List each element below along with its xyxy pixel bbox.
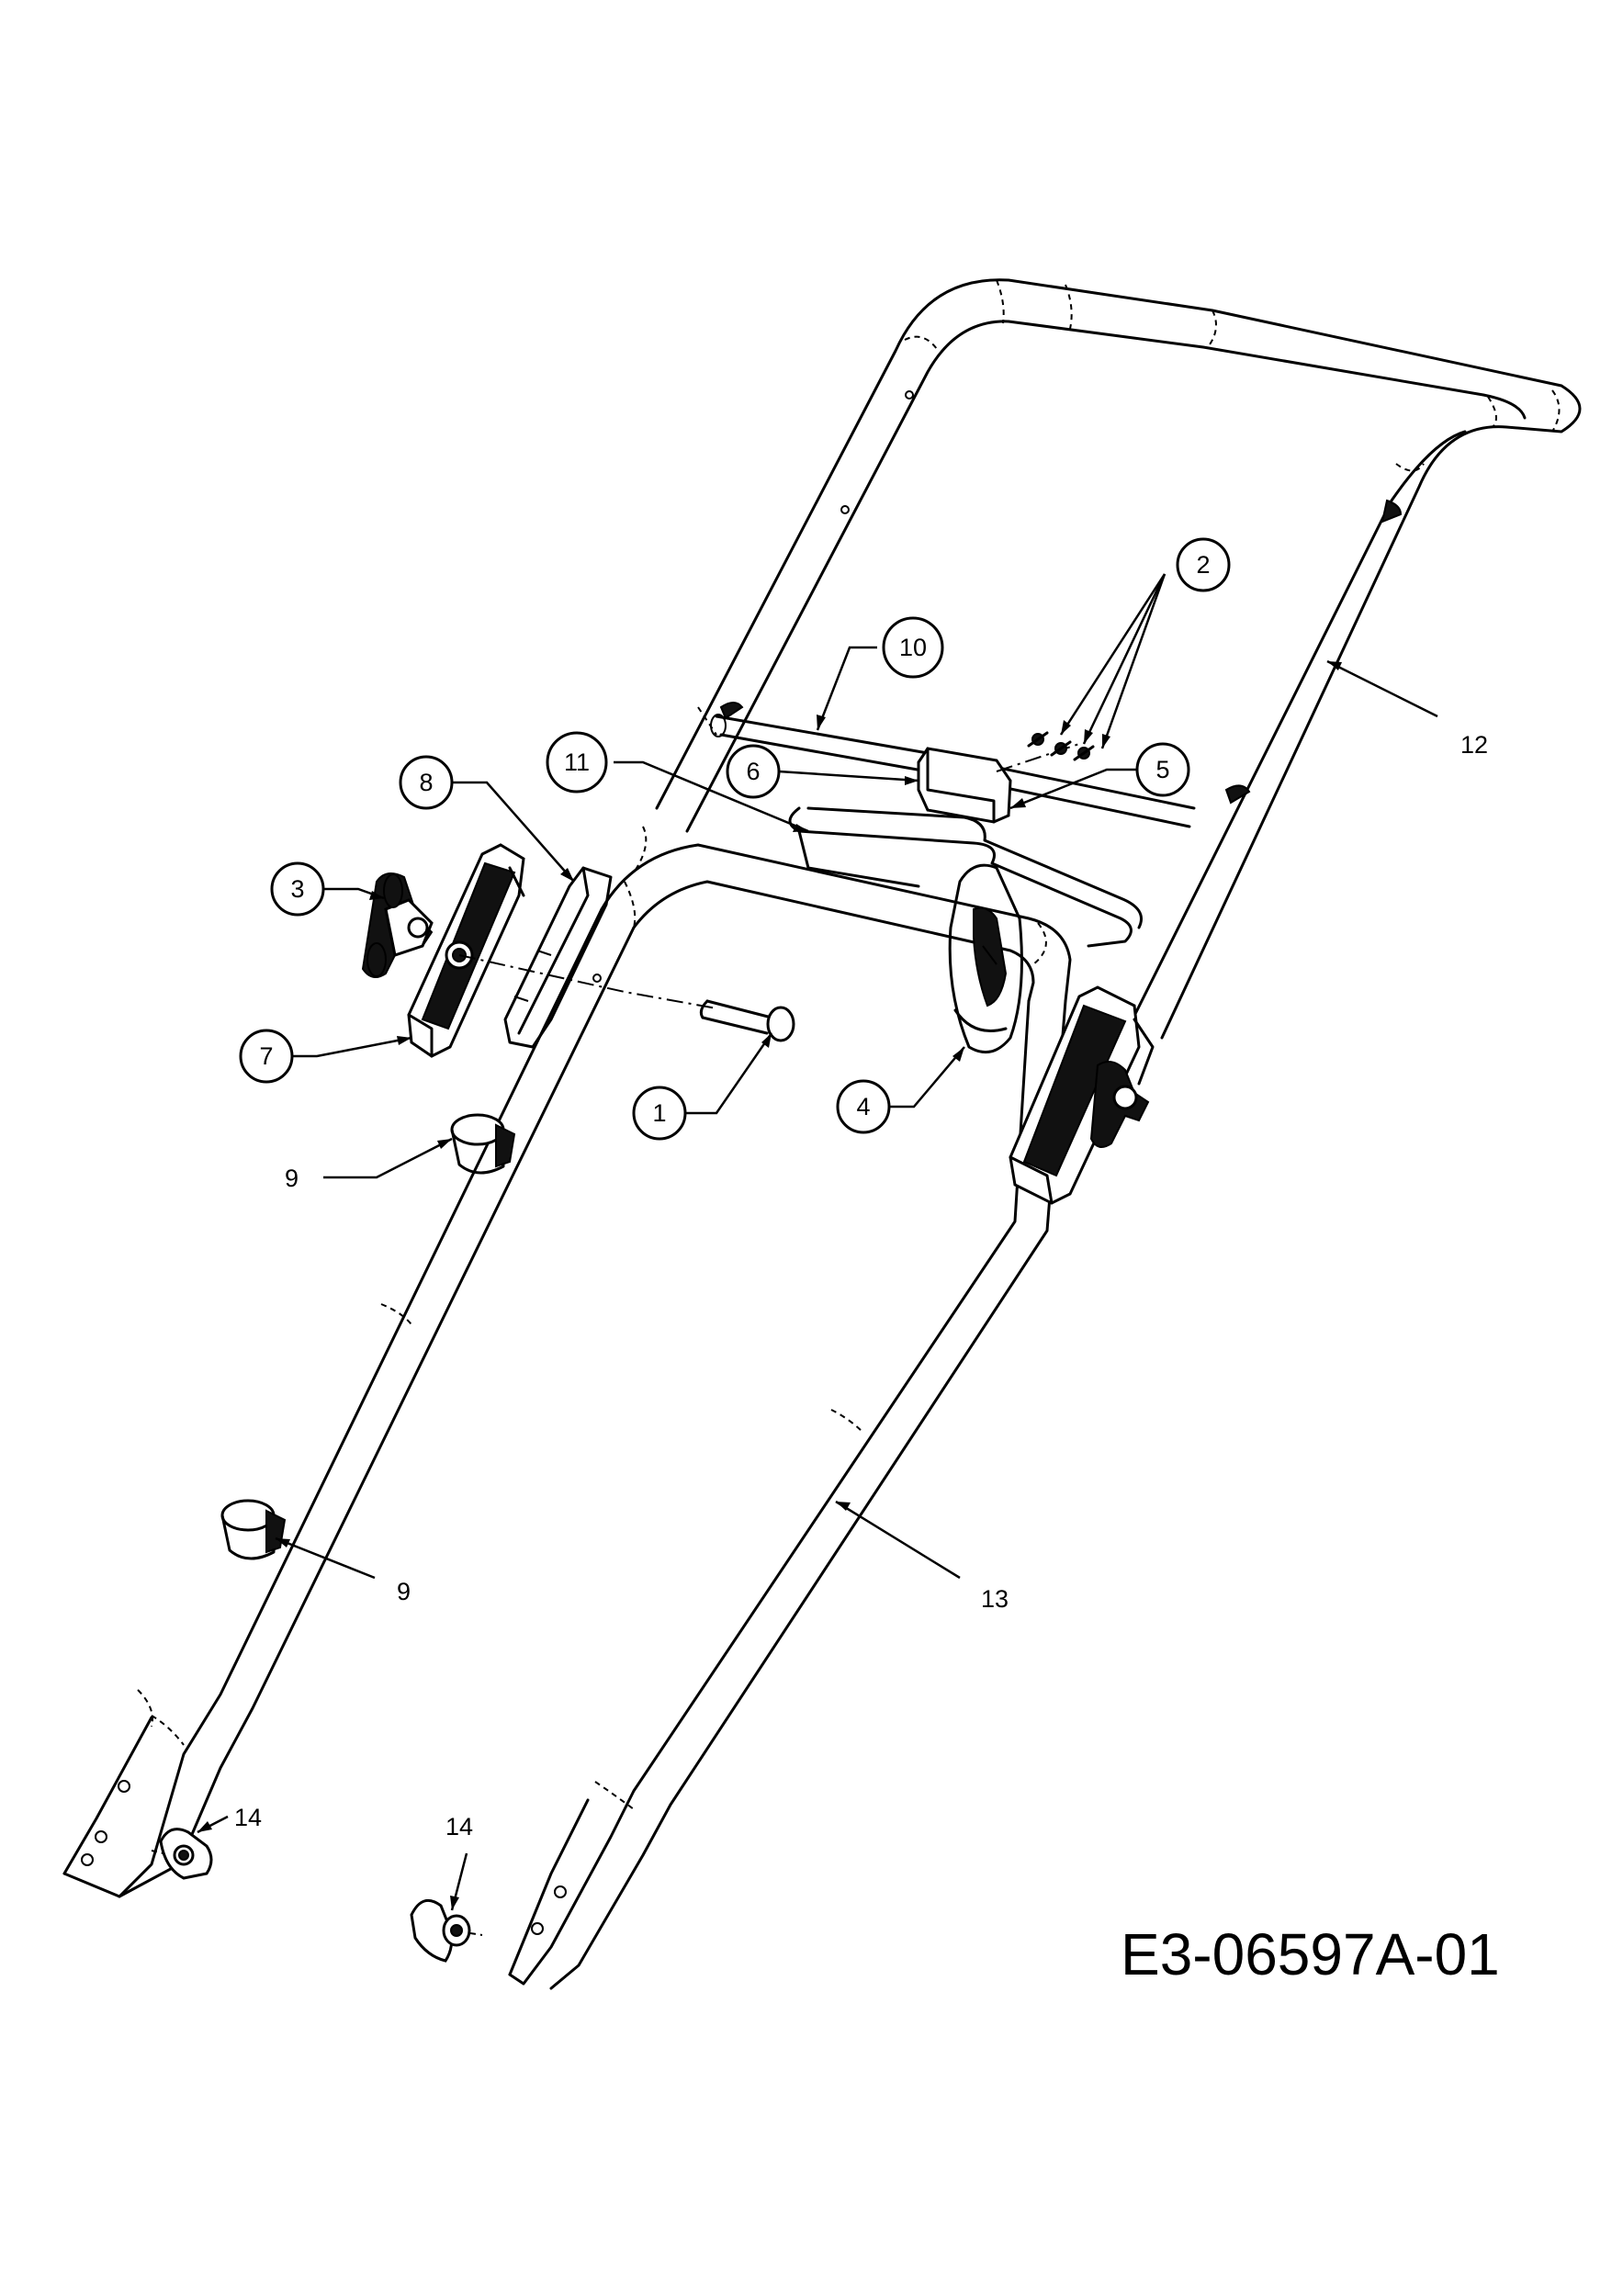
wing-knob-left (361, 872, 434, 978)
label-12: 12 (1460, 731, 1488, 759)
drawing-number: E3-06597A-01 (1121, 1921, 1500, 1987)
screw-b (1050, 740, 1072, 757)
screw-a (1027, 731, 1049, 748)
upper-handle-seam-2 (996, 279, 1005, 324)
callout-2-label: 2 (1196, 551, 1210, 579)
upper-handle-seam-3 (1065, 284, 1073, 330)
callout-5-label: 5 (1155, 756, 1169, 783)
cable-tie-upper (450, 1113, 516, 1175)
leaders (197, 573, 1438, 1911)
label-14-right: 14 (445, 1813, 473, 1840)
upper-handle-seam-7 (1395, 463, 1425, 472)
lower-handle-arc (600, 826, 1072, 1003)
label-9-upper: 9 (285, 1165, 299, 1192)
right-clamp (1009, 985, 1155, 1205)
upper-handle-hole-2 (840, 505, 850, 514)
callout-7: 7 (239, 1029, 294, 1084)
callout-3: 3 (270, 861, 325, 917)
cable-holder (917, 743, 1080, 824)
callout-8-label: 8 (419, 769, 433, 796)
arc-seam-2 (1032, 922, 1047, 965)
screws (1027, 731, 1095, 761)
callout-4-label: 4 (856, 1093, 870, 1120)
upper-handle-clip-left (719, 702, 744, 720)
upper-handle-right-outer (1130, 430, 1467, 1023)
callout-1-label: 1 (652, 1099, 666, 1127)
upper-handle-left-bar (655, 278, 1582, 1040)
callout-10: 10 (882, 616, 944, 679)
right-lower-tube (508, 999, 1067, 1990)
upper-handle-hole-1 (905, 390, 914, 400)
screw-c (1073, 745, 1095, 761)
callout-1: 1 (632, 1086, 687, 1141)
arc-seam-1 (624, 881, 637, 929)
pin (458, 954, 795, 1042)
callout-11-label: 11 (564, 748, 590, 776)
clamp-plate (407, 843, 525, 1058)
callout-3-label: 3 (290, 875, 304, 903)
callout-6: 6 (726, 744, 781, 799)
callout-4: 4 (836, 1079, 891, 1134)
label-9-lower: 9 (397, 1578, 411, 1605)
cable-tie-lower (220, 1499, 287, 1560)
callout-6-label: 6 (746, 758, 760, 785)
callout-10-label: 10 (899, 634, 927, 661)
callout-2: 2 (1176, 537, 1231, 592)
label-14-left: 14 (234, 1804, 262, 1831)
upper-handle-inner-edge (685, 320, 1527, 833)
upper-handle-seam-5 (1487, 396, 1497, 428)
wing-nut-right (410, 1898, 483, 1963)
bail-cable (788, 806, 1143, 948)
left-tube-bracket (503, 866, 613, 1049)
left-lower-tube (62, 907, 636, 1898)
callout-11: 11 (546, 731, 608, 793)
cable-clip (948, 863, 1023, 1054)
upper-handle-clip-right (1381, 499, 1403, 523)
upper-handle-seam-4 (1207, 310, 1217, 348)
upper-handle-clip-mid (1224, 784, 1251, 805)
label-13: 13 (981, 1585, 1009, 1613)
callout-5: 5 (1135, 742, 1190, 797)
callout-8: 8 (399, 755, 454, 810)
upper-handle (655, 278, 1582, 1040)
upper-handle-seam-6 (1551, 389, 1561, 433)
callout-7-label: 7 (259, 1042, 273, 1070)
upper-handle-seam-1 (904, 335, 938, 350)
wing-nut-left (151, 1828, 213, 1880)
